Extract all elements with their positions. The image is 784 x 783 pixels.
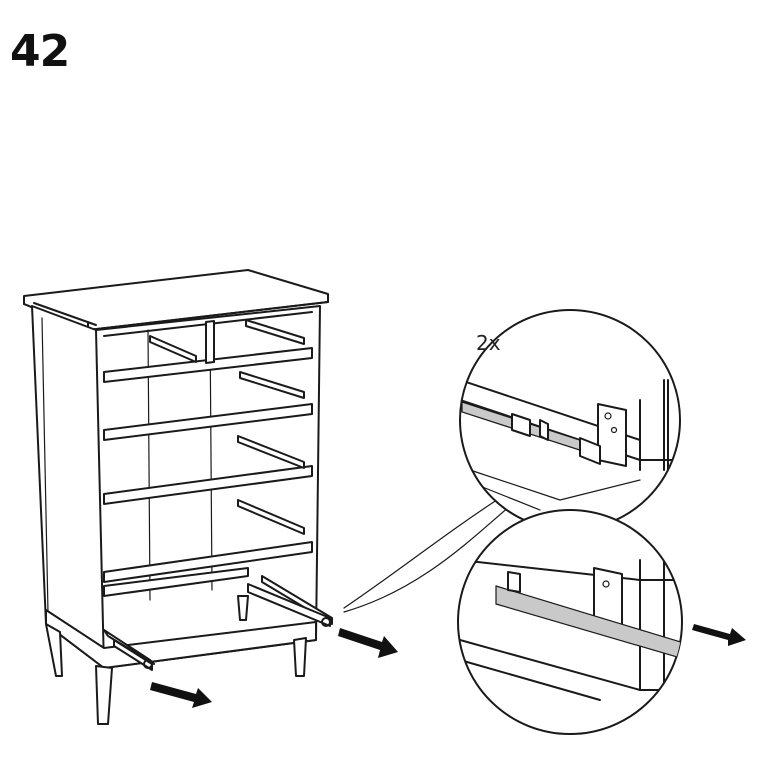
dresser-illustration bbox=[23, 269, 333, 725]
direction-arrow bbox=[692, 624, 746, 646]
direction-arrow bbox=[150, 682, 212, 708]
direction-arrow bbox=[338, 628, 398, 658]
quantity-label: 2x bbox=[476, 331, 501, 355]
drawer-rail-fitted-closeup bbox=[459, 309, 681, 531]
step-number: 42 bbox=[10, 26, 70, 77]
drawer-rail-slide-out-closeup bbox=[457, 509, 683, 735]
